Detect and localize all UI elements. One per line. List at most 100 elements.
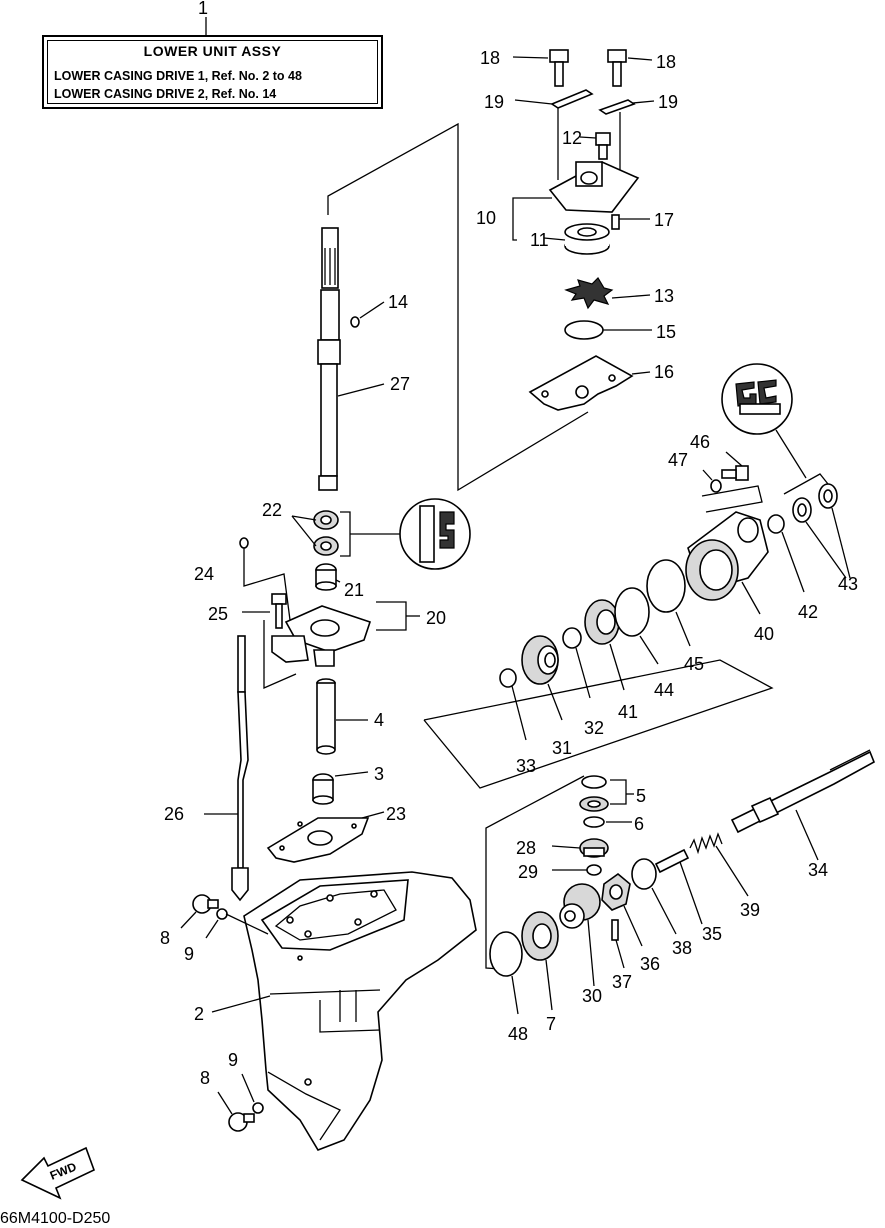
callout-22: 22 xyxy=(262,500,282,520)
oil-seal-43-a xyxy=(792,497,812,523)
assembly-title: LOWER UNIT ASSY xyxy=(143,43,282,59)
callout-35: 35 xyxy=(702,924,722,944)
shim-48 xyxy=(489,931,523,977)
callout-42: 42 xyxy=(798,602,818,622)
dog-clutch-36 xyxy=(601,872,631,911)
callout-27: 27 xyxy=(390,374,410,394)
washer-47 xyxy=(710,479,722,493)
shift-plunger-35 xyxy=(654,848,690,874)
key-14 xyxy=(350,316,360,328)
screw-12 xyxy=(595,132,611,160)
detail-magnifier xyxy=(399,498,471,570)
callout-29: 29 xyxy=(518,862,538,882)
gasket-16 xyxy=(528,355,634,411)
callout-19-right: 19 xyxy=(658,92,678,112)
callout-3: 3 xyxy=(374,764,384,784)
callout-23: 23 xyxy=(386,804,406,824)
drawing-code: 66M4100-D250 xyxy=(0,1210,111,1227)
callout-36: 36 xyxy=(640,954,660,974)
insert-cartridge-11 xyxy=(564,223,610,255)
bearing-41 xyxy=(584,599,620,645)
bearing-22-upper xyxy=(313,510,339,530)
plate-19-right xyxy=(598,99,636,115)
washer-9-lower xyxy=(252,1102,264,1114)
nut-29 xyxy=(586,864,602,876)
callout-14: 14 xyxy=(388,292,408,312)
shim-6 xyxy=(583,816,605,828)
propeller-shaft-housing-40 xyxy=(685,511,769,601)
callout-37: 37 xyxy=(612,972,632,992)
shim-32 xyxy=(562,627,582,649)
callout-48: 48 xyxy=(508,1024,528,1044)
callout-2: 2 xyxy=(194,1004,204,1024)
callout-18-left: 18 xyxy=(480,48,500,68)
callout-20: 20 xyxy=(426,608,446,628)
o-ring-44 xyxy=(614,587,650,637)
bushing-21 xyxy=(315,563,337,591)
bolt-8-upper xyxy=(192,894,219,914)
callout-40: 40 xyxy=(754,624,774,644)
spring-clip-38 xyxy=(631,858,657,890)
o-ring-45 xyxy=(646,559,686,613)
callout-15: 15 xyxy=(656,322,676,342)
gasket-23 xyxy=(266,817,370,863)
callout-43: 43 xyxy=(838,574,858,594)
callout-labels: 18 18 19 19 12 10 11 17 13 15 16 14 27 2… xyxy=(160,48,858,1088)
callout-39: 39 xyxy=(740,900,760,920)
callout-33: 33 xyxy=(516,756,536,776)
pump-housing-10 xyxy=(548,161,640,213)
pin-17 xyxy=(611,214,620,230)
plate-19-left xyxy=(550,89,594,109)
impeller-13 xyxy=(564,277,614,310)
callout-6: 6 xyxy=(634,814,644,834)
callout-34: 34 xyxy=(808,860,828,880)
propeller-shaft-34 xyxy=(730,749,876,834)
callout-44: 44 xyxy=(654,680,674,700)
reverse-gear-30 xyxy=(559,883,601,929)
grease-detail-magnifier xyxy=(721,363,793,435)
shim-5-upper xyxy=(581,775,607,789)
ref-number-1: 1 xyxy=(198,0,209,18)
callout-47: 47 xyxy=(668,450,688,470)
callout-31: 31 xyxy=(552,738,572,758)
callout-9-lower: 9 xyxy=(228,1050,238,1070)
callout-8-lower: 8 xyxy=(200,1068,210,1088)
spring-39 xyxy=(689,832,723,855)
callout-30: 30 xyxy=(582,986,602,1006)
callout-11: 11 xyxy=(530,230,549,250)
callout-18-right: 18 xyxy=(656,52,676,72)
drive-shaft xyxy=(317,227,341,491)
callout-13: 13 xyxy=(654,286,674,306)
grommet-3 xyxy=(312,773,334,805)
title-box: LOWER UNIT ASSY LOWER CASING DRIVE 1, Re… xyxy=(42,35,383,109)
callout-17: 17 xyxy=(654,210,674,230)
callout-46: 46 xyxy=(690,432,710,452)
callout-4: 4 xyxy=(374,710,384,730)
ball-bearing-7 xyxy=(521,911,559,961)
washer-9-upper xyxy=(216,908,228,920)
callout-28: 28 xyxy=(516,838,536,858)
lower-casing-2 xyxy=(243,871,477,1151)
callout-26: 26 xyxy=(164,804,184,824)
bearing-22-lower xyxy=(313,536,339,556)
callout-45: 45 xyxy=(684,654,704,674)
water-tube-4 xyxy=(316,678,336,755)
callout-25: 25 xyxy=(208,604,228,624)
shim-33 xyxy=(499,668,517,688)
bolt-18-left xyxy=(549,49,569,87)
callout-32: 32 xyxy=(584,718,604,738)
pin-37 xyxy=(611,919,619,941)
bolt-18-right xyxy=(607,49,627,87)
callout-8-upper: 8 xyxy=(160,928,170,948)
callout-38: 38 xyxy=(672,938,692,958)
callout-10: 10 xyxy=(476,208,496,228)
pinion-28 xyxy=(579,838,609,858)
bolt-46 xyxy=(721,465,749,481)
callout-41: 41 xyxy=(618,702,638,722)
shift-rod-26 xyxy=(231,635,249,902)
bearing-housing-20 xyxy=(271,605,372,667)
bearing-5 xyxy=(579,796,609,812)
fwd-arrow-icon: FWD xyxy=(20,1146,96,1200)
callout-12: 12 xyxy=(562,128,582,148)
casing-drive-2-line: LOWER CASING DRIVE 2, Ref. No. 14 xyxy=(54,87,277,101)
